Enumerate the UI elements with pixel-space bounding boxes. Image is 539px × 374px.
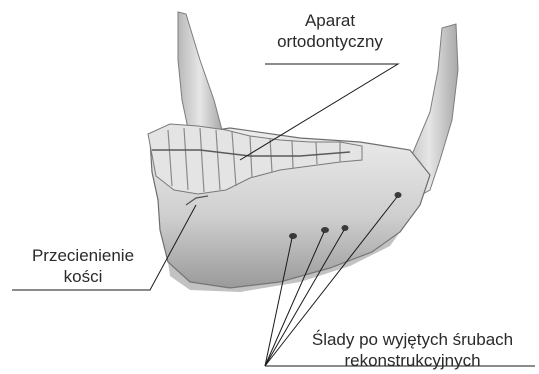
label-slady-srub: Ślady po wyjętych śrubach rekonstrukcyjn… (290, 329, 535, 371)
label-aparat-line2: ortodontyczny (260, 31, 400, 52)
label-slady-line1: Ślady po wyjętych śrubach (290, 329, 535, 350)
left-ramus (178, 12, 222, 140)
label-slady-line2: rekonstrukcyjnych (290, 350, 535, 371)
label-aparat-line1: Aparat (260, 10, 400, 31)
label-przecienienie-line1: Przecienienie (8, 245, 158, 266)
label-aparat-ortodontyczny: Aparat ortodontyczny (260, 10, 400, 52)
label-przecienienie-kosci: Przecienienie kości (8, 245, 158, 287)
label-przecienienie-line2: kości (8, 266, 158, 287)
